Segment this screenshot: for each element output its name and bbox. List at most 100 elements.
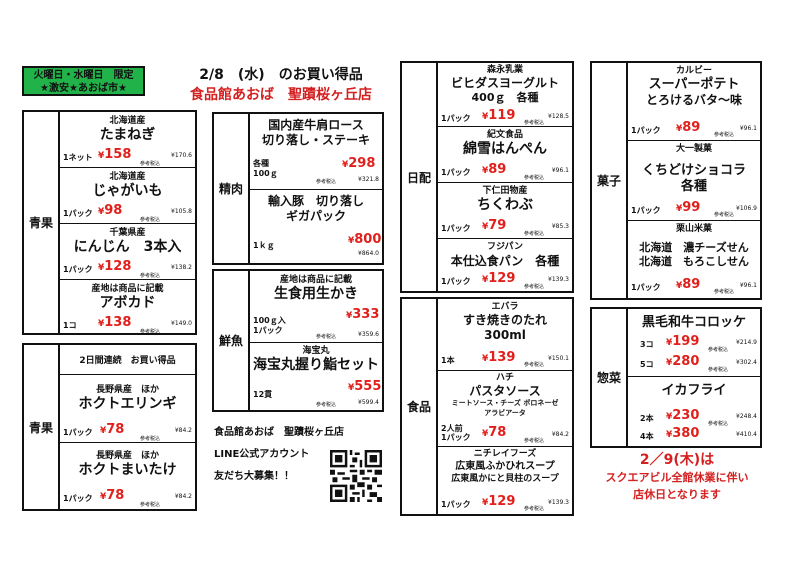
two-day-header: 2日間連続 お買い得品 <box>79 356 176 366</box>
item-origin: 産地は商品に記載 <box>279 275 352 285</box>
item-card: 産地は商品に記載 生食用生かき 100ｇ入 1パック ¥333 ¥359.6 参… <box>250 271 382 343</box>
item-name: 本仕込食パン 各種 <box>450 254 560 268</box>
item-qty: 1パック <box>441 277 471 286</box>
item-name: にんじん 3本入 <box>73 239 182 255</box>
item-price: ¥79 <box>482 218 507 233</box>
item-tax-price: ¥84.2 <box>174 493 192 500</box>
item-qty: 1パック <box>441 114 471 123</box>
tax-note: 参考税込 <box>708 421 729 427</box>
item-price: ¥138 <box>98 315 132 330</box>
tax-note: 参考税込 <box>316 334 337 340</box>
section-shokuhin: 食品 エバラ すき焼きのたれ 300ml 1本 ¥139 ¥150.1 参考税込… <box>400 297 574 516</box>
item-name: 広東風ふかひれスープ <box>455 461 555 472</box>
item-origin: 海宝丸 <box>302 346 330 356</box>
item-card: 国内産牛肩ロース 切り落し・ステーキ 各種 100ｇ ¥298 ¥321.8 参… <box>250 114 382 190</box>
item-tax-price: ¥84.2 <box>174 427 192 434</box>
item-qty: 1パック <box>441 168 471 177</box>
notice-line1: 2／9(木)は <box>639 452 715 468</box>
item-price: ¥280 <box>666 354 700 369</box>
item-price: ¥333 <box>346 307 380 322</box>
item-origin: エバラ <box>491 302 519 312</box>
tax-note: 参考税込 <box>140 273 161 279</box>
tax-note: 参考税込 <box>708 367 729 373</box>
item-card: 栗山米菓 北海道 濃チーズせん 北海道 もろこしせん 1パック ¥89 ¥96.… <box>628 221 760 298</box>
item-origin: 千葉県産 <box>109 228 146 238</box>
item-qty: 1パック <box>63 428 93 437</box>
footer-info: 食品館あおば 聖蹟桜ヶ丘店 LINE公式アカウント 友だち大募集！！ <box>214 422 344 488</box>
item-price: ¥89 <box>482 162 507 177</box>
item-qty: 1ｋｇ <box>253 241 275 250</box>
item-card: 下仁田物産 ちくわぶ 1パック ¥79 ¥85.3 参考税込 <box>438 183 572 239</box>
item-tax-price: ¥170.6 <box>171 152 192 159</box>
promo-banner: 火曜日・水曜日 限定 ★激安★あおば市★ <box>22 66 145 96</box>
item-qty: 2本 <box>640 414 654 423</box>
item-card: 北海道産 じゃがいも 1パック ¥98 ¥105.8 参考税込 <box>60 168 195 224</box>
item-price: ¥98 <box>98 203 123 218</box>
tax-note: 参考税込 <box>140 502 161 508</box>
item-tax-price: ¥599.4 <box>358 399 379 406</box>
item-origin: 長野県産 ほか <box>95 451 159 461</box>
item-name: 国内産牛肩ロース <box>268 118 364 132</box>
section-label: 食品 <box>402 299 438 514</box>
item-tax-price: ¥138.2 <box>171 264 192 271</box>
tax-note: 参考税込 <box>524 362 545 368</box>
section-nichihai: 日配 森永乳業 ビヒダスヨーグルト 400ｇ 各種 1パック ¥119 ¥128… <box>400 61 574 293</box>
section-seika: 青果 北海道産 たまねぎ 1ネット ¥158 ¥170.6 参考税込 北海道産 … <box>22 110 197 335</box>
item-tax-price: ¥321.8 <box>358 176 379 183</box>
item-tax-price: ¥410.4 <box>736 431 757 438</box>
item-name-2: 北海道 もろこしせん <box>639 255 749 268</box>
item-qty-2: 1パック <box>441 433 471 442</box>
item-name: 北海道 濃チーズせん <box>639 241 749 254</box>
item-origin: フジパン <box>487 242 523 252</box>
item-card: フジパン 本仕込食パン 各種 1パック ¥129 ¥139.3 参考税込 <box>438 239 572 291</box>
item-card: 黒毛和牛コロッケ 3コ ¥199 ¥214.9 参考税込 5コ ¥280 ¥30… <box>628 309 760 377</box>
item-price: ¥129 <box>482 271 516 286</box>
footer-friends: 友だち大募集！！ <box>214 471 294 482</box>
qr-code-icon[interactable] <box>330 450 382 502</box>
item-origin: 北海道産 <box>109 172 146 182</box>
item-qty: 5コ <box>640 360 654 369</box>
item-name: 綿雪はんぺん <box>463 141 547 157</box>
closure-notice: 2／9(木)は スクエアビル全館休業に伴い 店休日となります <box>588 452 766 503</box>
item-tax-price: ¥85.3 <box>551 223 569 230</box>
section-header: 2日間連続 お買い得品 <box>60 345 195 375</box>
section-sengyo: 鮮魚 産地は商品に記載 生食用生かき 100ｇ入 1パック ¥333 ¥359.… <box>212 269 384 412</box>
item-name-2: ミートソース・チーズ ボロネーゼ <box>451 399 559 407</box>
section-label: 鮮魚 <box>214 271 250 410</box>
section-label: 惣菜 <box>592 309 628 446</box>
item-card: ニチレイフーズ 広東風ふかひれスープ 広東風かにと貝柱のスープ 1パック ¥12… <box>438 447 572 514</box>
item-origin: 長野県産 ほか <box>95 385 159 395</box>
item-origin: 大一製菓 <box>675 144 712 154</box>
item-qty: 1パック <box>63 265 93 274</box>
item-price: ¥380 <box>666 426 700 441</box>
item-tax-price: ¥96.1 <box>551 167 569 174</box>
item-name: くちどけショコラ <box>641 163 746 178</box>
tax-note: 参考税込 <box>316 179 337 185</box>
item-price: ¥800 <box>348 232 382 247</box>
item-name-2: 各種 <box>680 179 707 194</box>
sale-date: 2/8 (水) のお買い得品 <box>199 67 363 83</box>
item-tax-price: ¥106.9 <box>736 205 757 212</box>
item-name-2: とろけるバタ～味 <box>645 93 742 107</box>
item-price: ¥230 <box>666 408 700 423</box>
item-name: ホクトエリンギ <box>78 396 177 412</box>
item-qty: 1パック <box>63 209 93 218</box>
store-title: 食品館あおば 聖蹟桜ヶ丘店 <box>190 87 372 103</box>
item-card: 海宝丸 海宝丸握り鮨セット 12貫 ¥555 ¥599.4 参考税込 <box>250 343 382 410</box>
item-qty: 1パック <box>631 206 661 215</box>
item-price: ¥199 <box>666 334 700 349</box>
item-tax-price: ¥359.6 <box>358 331 379 338</box>
tax-note: 参考税込 <box>316 402 337 408</box>
item-qty: 1パック <box>631 283 661 292</box>
item-card: カルビー スーパーポテト とろけるバタ～味 1パック ¥89 ¥96.1 参考税… <box>628 63 760 141</box>
tax-note: 参考税込 <box>524 231 545 237</box>
item-origin: 北海道産 <box>109 116 146 126</box>
item-name: 黒毛和牛コロッケ <box>641 315 746 330</box>
item-qty: 1パック <box>441 500 471 509</box>
section-label: 青果 <box>24 345 60 509</box>
item-tax-price: ¥84.2 <box>551 431 569 438</box>
item-name: たまねぎ <box>99 127 156 143</box>
item-name: ホクトまいたけ <box>78 462 177 478</box>
item-name: アボカド <box>99 295 156 311</box>
item-qty-2: 1パック <box>253 326 283 335</box>
